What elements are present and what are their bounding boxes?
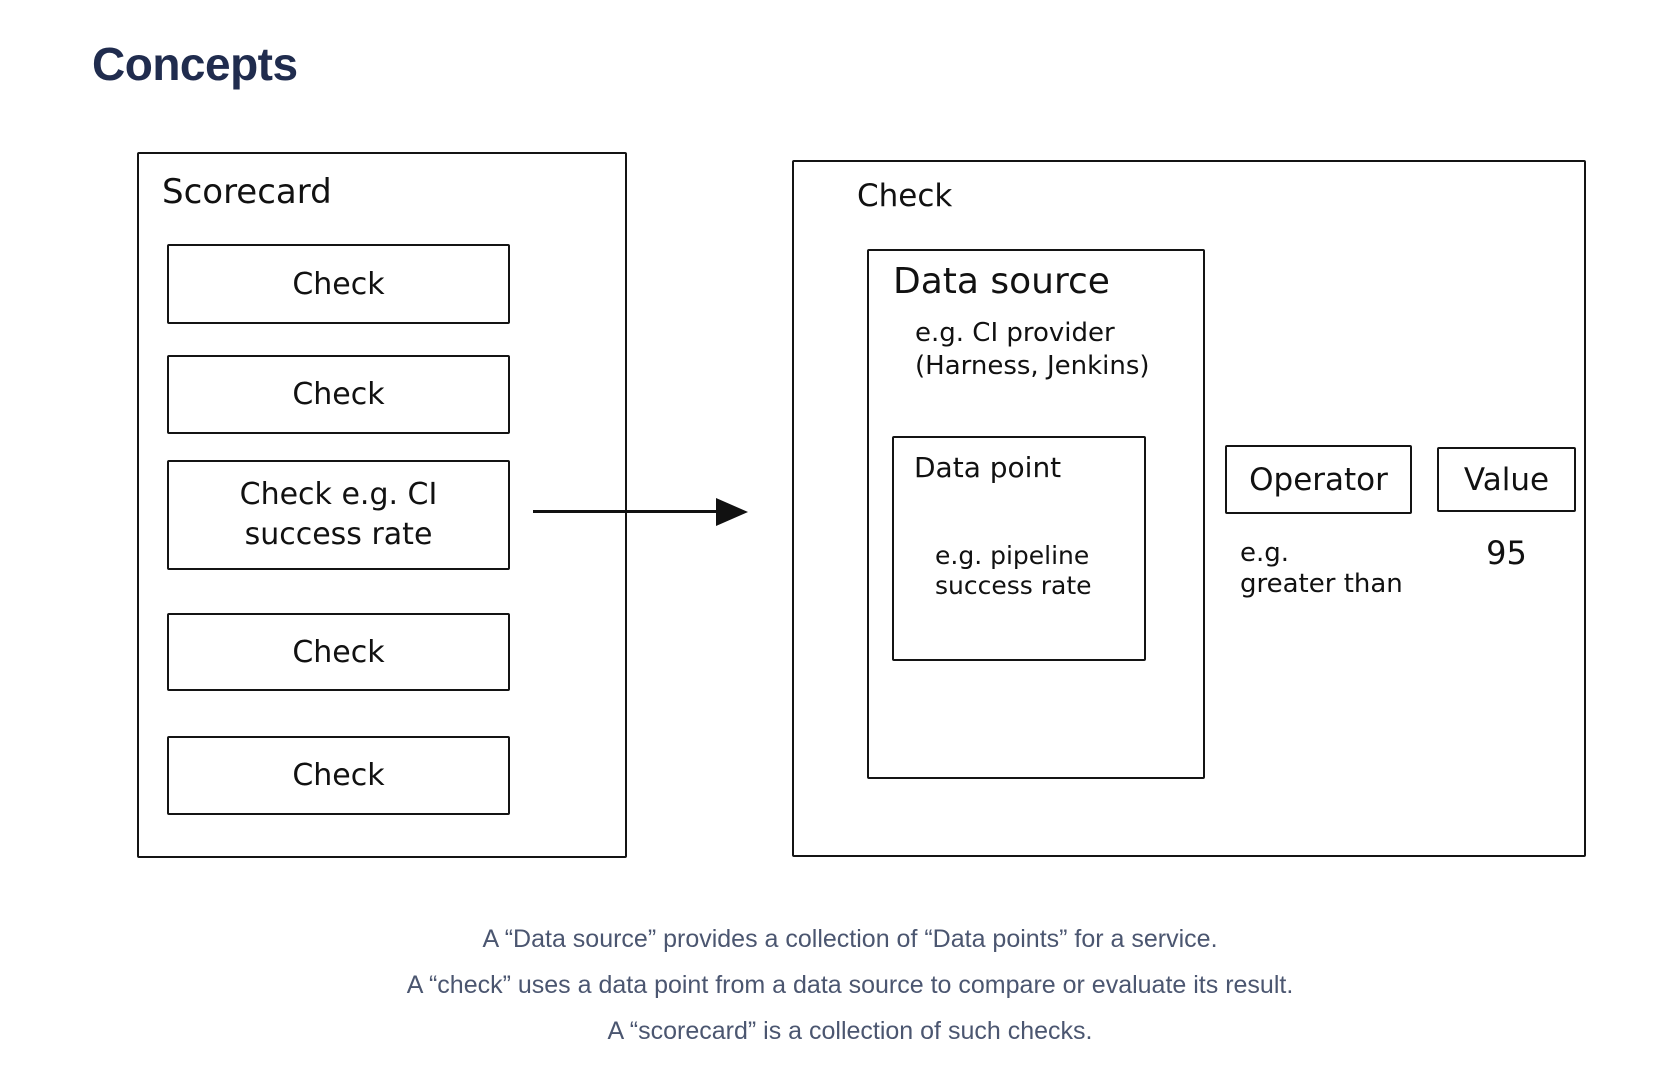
scorecard-label: Scorecard — [162, 172, 332, 212]
note-line-check: A “check” uses a data point from a data … — [406, 971, 1294, 999]
check-detail-box: Check Data source e.g. CI provider (Harn… — [792, 160, 1586, 857]
data-point-label: Data point — [914, 451, 1062, 484]
data-source-label: Data source — [893, 261, 1110, 302]
operator-example: e.g. greater than — [1240, 538, 1403, 599]
data-point-example: e.g. pipeline success rate — [935, 541, 1092, 600]
check-item: Check — [167, 244, 510, 324]
note-line-data-source: A “Data source” provides a collection of… — [482, 925, 1218, 953]
check-item: Check — [167, 613, 510, 691]
flow-arrow-head-icon — [716, 498, 748, 526]
notes: A “Data source” provides a collection of… — [20, 916, 1660, 1054]
data-source-box: Data source e.g. CI provider (Harness, J… — [867, 249, 1205, 779]
check-detail-label: Check — [857, 178, 953, 214]
flow-arrow-line — [533, 510, 718, 513]
value-box: Value — [1437, 447, 1576, 512]
check-item: Check — [167, 736, 510, 815]
data-source-example: e.g. CI provider (Harness, Jenkins) — [915, 318, 1150, 381]
check-item: Check — [167, 355, 510, 434]
note-line-scorecard: A “scorecard” is a collection of such ch… — [607, 1017, 1093, 1045]
data-point-box: Data point e.g. pipeline success rate — [892, 436, 1146, 661]
page-title: Concepts — [92, 37, 298, 90]
value-example: 95 — [1486, 534, 1527, 572]
operator-box: Operator — [1225, 445, 1412, 514]
check-item-ci-success-rate: Check e.g. CI success rate — [167, 460, 510, 570]
scorecard-box: Scorecard Check Check Check e.g. CI succ… — [137, 152, 627, 858]
